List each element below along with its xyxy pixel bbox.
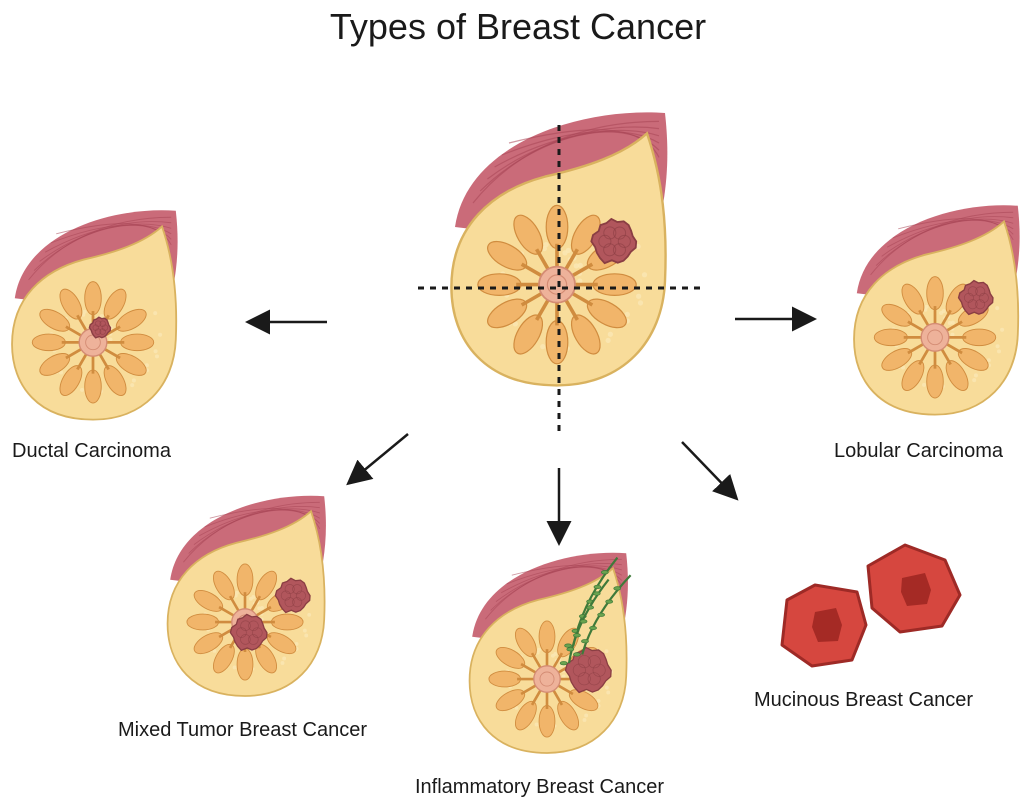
label-mixed-tumor: Mixed Tumor Breast Cancer: [118, 719, 367, 742]
label-lobular-carcinoma: Lobular Carcinoma: [834, 440, 1003, 463]
nipple-areola: [539, 267, 575, 303]
nipple-areola: [921, 324, 949, 352]
label-ductal-carcinoma: Ductal Carcinoma: [12, 440, 171, 463]
label-inflammatory: Inflammatory Breast Cancer: [415, 776, 664, 799]
lobular-carcinoma-breast: [854, 205, 1020, 414]
mucinous-cell-left: [782, 585, 866, 666]
central-breast: [418, 112, 705, 435]
mucinous-cell-right: [868, 545, 960, 632]
ductal-carcinoma-breast: [12, 210, 178, 419]
inflammatory-breast: [470, 553, 631, 753]
arrow-to-mixed: [350, 434, 408, 482]
mucinous-cells: [782, 545, 960, 666]
arrow-to-mucinous: [682, 442, 735, 497]
mixed-tumor-breast: [168, 496, 326, 696]
label-mucinous: Mucinous Breast Cancer: [754, 689, 973, 712]
nipple-areola: [534, 666, 560, 692]
